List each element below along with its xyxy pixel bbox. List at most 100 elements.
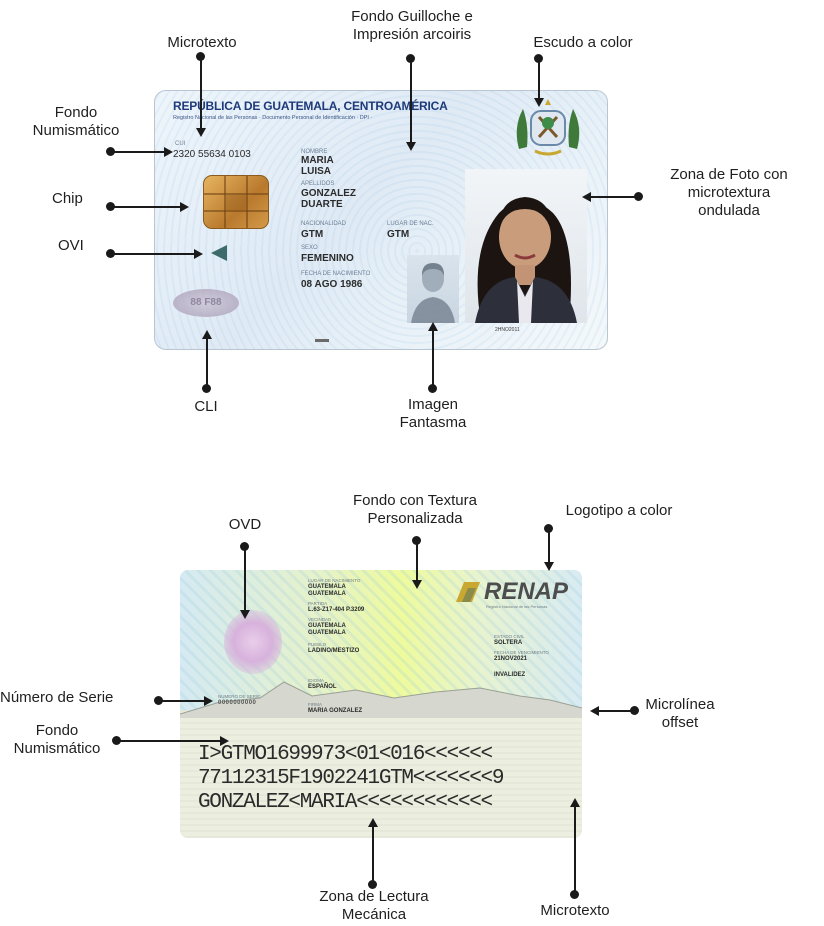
label-fondo-line2: Numismático (32, 122, 120, 139)
cui-caption: CUI (175, 141, 186, 147)
line-chip (112, 206, 180, 208)
dpi-back-card: LUGAR DE NACIMIENTO GUATEMALA GUATEMALA … (180, 570, 582, 838)
back-caption-6: FIRMA (308, 702, 322, 707)
back-field-2: GUATEMALA (308, 591, 346, 597)
dot-fondo-front (106, 147, 115, 156)
label-fondo-numismatico-front: Fondo Numismático (6, 104, 146, 140)
label-microlinea-line2: offset (661, 714, 699, 731)
arrow-zona-foto (582, 192, 591, 202)
label-textura-line2: Personalizada (367, 510, 463, 527)
arrow-imagen-fantasma (428, 322, 438, 331)
mrz-line-1: I>GTMO1699973<01<016<<<<<< (198, 743, 493, 766)
back-caption-3: VECINDAD (308, 617, 332, 622)
label-zona-foto: Zona de Foto con microtextura ondulada (636, 166, 822, 220)
dot-microtexto-top (196, 52, 205, 61)
serie-caption: NUMERO DE SERIE (218, 694, 261, 699)
label-ovi: OVI (58, 237, 84, 254)
nombre-line1: MARIA (301, 155, 334, 166)
dot-zona-foto (634, 192, 643, 201)
arrow-numero-serie (204, 696, 213, 706)
label-zona-lectura: Zona de Lectura Mecánica (284, 888, 464, 924)
chip-icon (203, 175, 269, 229)
label-fondo-back-line1: Fondo (35, 722, 79, 739)
photo-number: 2HNO2011 (495, 327, 520, 333)
dot-guilloche (406, 54, 415, 63)
label-microlinea: Microlínea offset (632, 696, 728, 732)
arrow-microtexto-bottom (570, 798, 580, 807)
label-textura: Fondo con Textura Personalizada (318, 492, 512, 528)
label-escudo: Escudo a color (533, 34, 633, 51)
mrz-line-2: 77112315F1902241GTM<<<<<<<9 (198, 767, 504, 790)
arrow-chip (180, 202, 189, 212)
lugar-caption: LUGAR DE NAC. (387, 221, 434, 227)
renap-logo-text: RENAP (484, 578, 569, 605)
label-textura-line1: Fondo con Textura (353, 492, 477, 509)
back-caption-2: PARTIDA (308, 601, 328, 606)
nacionalidad-value: GTM (301, 229, 324, 240)
label-imagen-line2: Fantasma (399, 414, 467, 431)
sexo-caption: SEXO (301, 245, 318, 251)
dpi-front-card: REPÚBLICA DE GUATEMALA, CENTROAMÉRICA Re… (154, 90, 608, 350)
label-guilloche-line1: Fondo Guilloche e (351, 8, 473, 25)
label-fondo-line1: Fondo (54, 104, 98, 121)
line-zona-foto (590, 196, 638, 198)
photo-zone (465, 169, 587, 323)
line-textura (416, 540, 418, 582)
back-caption-5: IDIOMA (308, 678, 325, 683)
back-field-r1: SOLTERA (494, 640, 523, 646)
arrow-logotipo (544, 562, 554, 571)
fecha-caption: FECHA DE NACIMIENTO (301, 271, 371, 277)
nacionalidad-caption: NACIONALIDAD (301, 221, 347, 227)
cui-number: 2320 55634 0103 (173, 149, 251, 160)
escudo-icon (516, 99, 580, 156)
label-fondo-back-line2: Numismático (13, 740, 101, 757)
arrow-cli (202, 330, 212, 339)
apellidos-caption: APELLIDOS (301, 181, 335, 187)
back-field-8: MARIA GONZALEZ (308, 708, 363, 714)
back-numismatic-area (180, 710, 582, 838)
ovi-triangle-icon (211, 245, 227, 261)
back-field-5: GUATEMALA (308, 630, 346, 636)
dot-logotipo (544, 524, 553, 533)
back-field-6: LADINO/MESTIZO (308, 648, 360, 654)
arrow-zona-lectura (368, 818, 378, 827)
label-zona-lectura-line2: Mecánica (341, 906, 407, 923)
arrow-escudo (534, 98, 544, 107)
front-subheader: Registro Nacional de las Personas · Docu… (173, 115, 373, 121)
label-zona-foto-line1: Zona de Foto con (670, 166, 788, 183)
label-microtexto-top: Microtexto (167, 34, 237, 51)
renap-logo: RENAP (448, 576, 574, 606)
front-header: REPÚBLICA DE GUATEMALA, CENTROAMÉRICA (173, 99, 448, 113)
label-zona-foto-line2: microtextura (687, 184, 771, 201)
line-logotipo (548, 528, 550, 564)
line-microlinea (598, 710, 634, 712)
back-field-7: ESPAÑOL (308, 684, 337, 690)
label-guilloche-line2: Impresión arcoiris (352, 26, 472, 43)
arrow-microtexto-top (196, 128, 206, 137)
back-caption-r1: ESTADO CIVIL (494, 634, 525, 639)
back-field-1: GUATEMALA (308, 584, 346, 590)
ghost-image (407, 255, 459, 323)
dot-escudo (534, 54, 543, 63)
arrow-fondo-front (164, 147, 173, 157)
label-ovd: OVD (228, 516, 262, 533)
label-microtexto-bottom: Microtexto (540, 902, 610, 919)
nombre-caption: NOMBRE (301, 149, 328, 155)
label-guilloche: Fondo Guilloche e Impresión arcoiris (322, 8, 502, 44)
dot-imagen-fantasma (428, 384, 437, 393)
label-logotipo: Logotipo a color (565, 502, 673, 519)
back-field-r3: INVALIDEZ (494, 672, 526, 678)
dot-textura (412, 536, 421, 545)
line-escudo (538, 58, 540, 100)
label-numero-serie: Número de Serie (0, 689, 114, 706)
back-field-r2: 21NOV2021 (494, 656, 528, 662)
back-caption-r2: FECHA DE VENCIMIENTO (494, 650, 549, 655)
renap-subtitle: Registro Nacional de las Personas (486, 604, 548, 609)
dot-ovi (106, 249, 115, 258)
arrow-ovd (240, 610, 250, 619)
back-field-4: GUATEMALA (308, 623, 346, 629)
label-fondo-numismatico-back: Fondo Numismático (0, 722, 114, 758)
microline-wave (180, 681, 582, 718)
line-imagen-fantasma (432, 330, 434, 388)
dot-ovd (240, 542, 249, 551)
